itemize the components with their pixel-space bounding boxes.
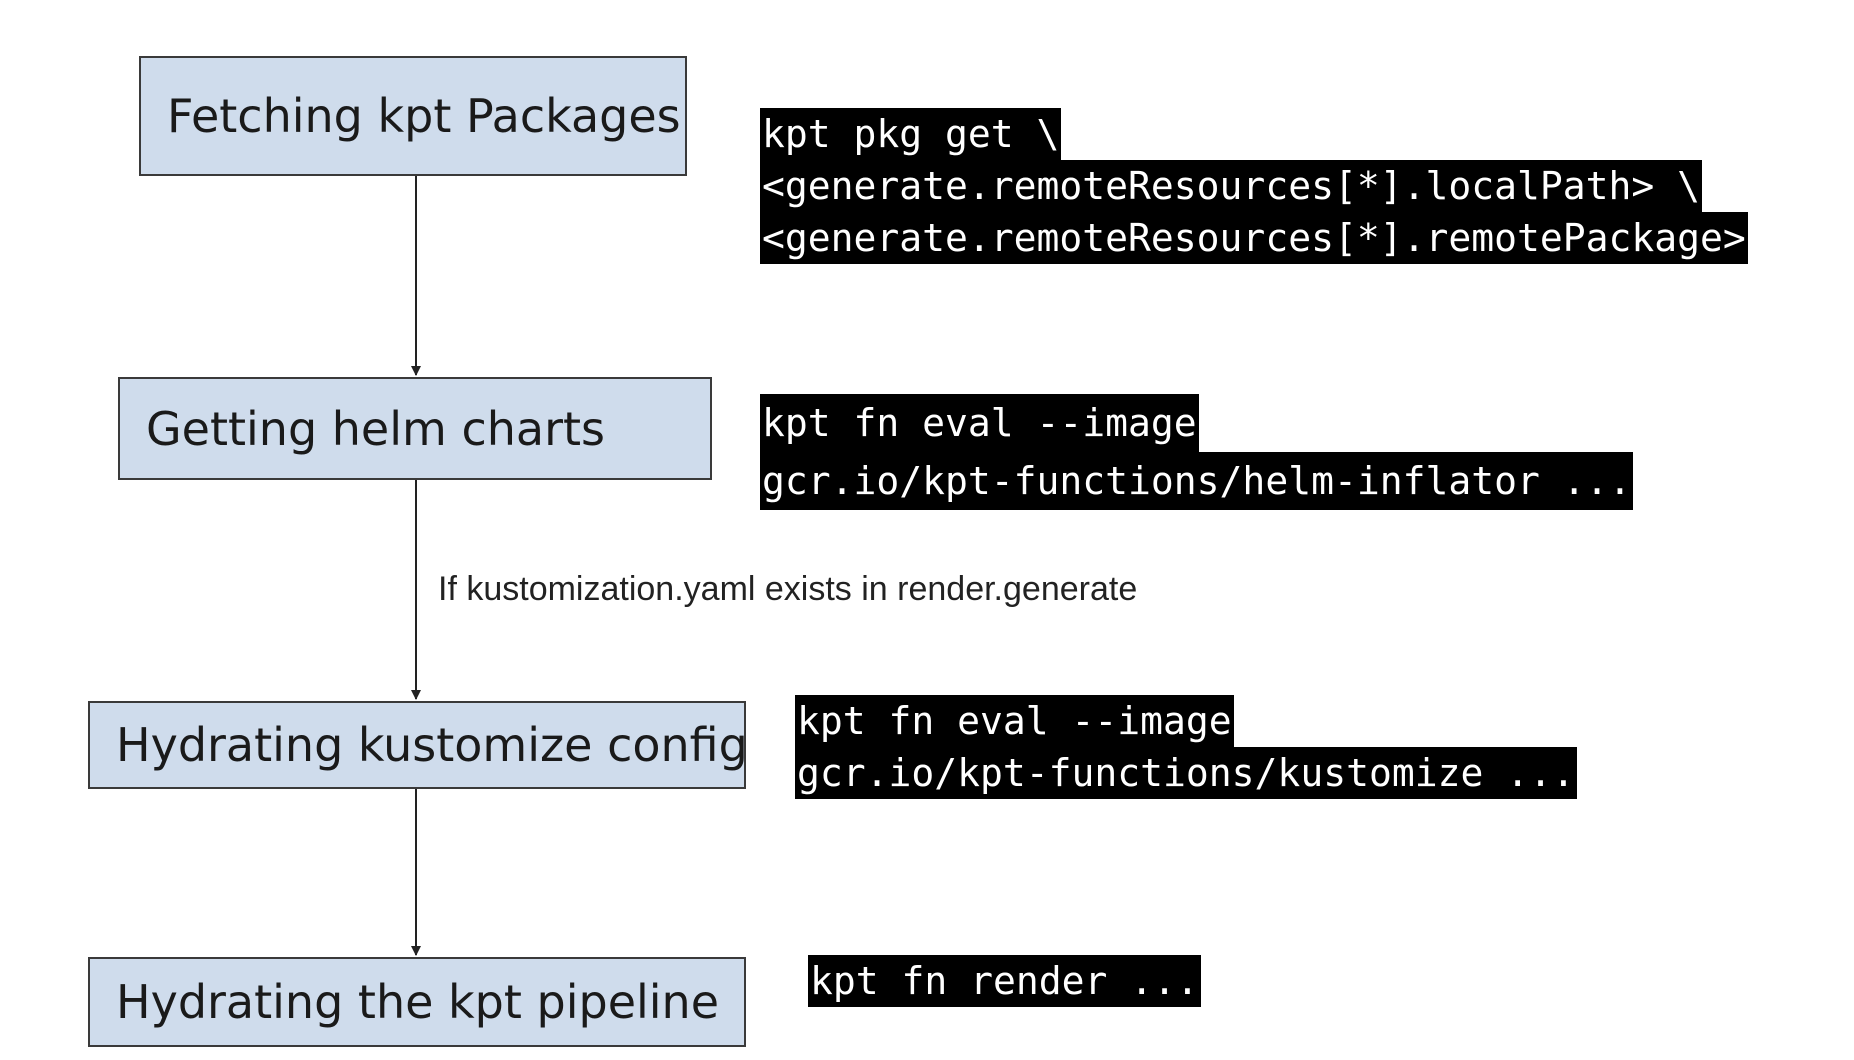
command-line: gcr.io/kpt-functions/helm-inflator ... [760, 452, 1634, 510]
command-line: kpt fn eval --image [760, 394, 1199, 452]
step-label: Hydrating the kpt pipeline [116, 975, 720, 1029]
command-helm-inflator: kpt fn eval --image gcr.io/kpt-functions… [760, 394, 1634, 510]
command-line: kpt pkg get \ [760, 108, 1062, 160]
step-label: Fetching kpt Packages [167, 89, 681, 143]
step-hydrating-kustomize-config: Hydrating kustomize config [88, 701, 748, 789]
connector-condition-label: If kustomization.yaml exists in render.g… [438, 570, 1138, 608]
step-hydrating-kpt-pipeline: Hydrating the kpt pipeline [88, 957, 746, 1047]
step-getting-helm-charts: Getting helm charts [118, 377, 712, 480]
command-line: kpt fn eval --image [795, 695, 1234, 747]
command-line: gcr.io/kpt-functions/kustomize ... [795, 747, 1577, 799]
command-kpt-pkg-get: kpt pkg get \ <generate.remoteResources[… [760, 108, 1748, 264]
step-fetching-kpt-packages: Fetching kpt Packages [139, 56, 687, 176]
command-line: kpt fn render ... [808, 955, 1201, 1007]
step-label: Hydrating kustomize config [116, 718, 748, 772]
command-kustomize: kpt fn eval --image gcr.io/kpt-functions… [795, 695, 1577, 799]
command-line: <generate.remoteResources[*].localPath> … [760, 160, 1702, 212]
step-label: Getting helm charts [146, 401, 605, 456]
command-kpt-fn-render: kpt fn render ... [808, 955, 1201, 1007]
command-line: <generate.remoteResources[*].remotePacka… [760, 212, 1748, 264]
